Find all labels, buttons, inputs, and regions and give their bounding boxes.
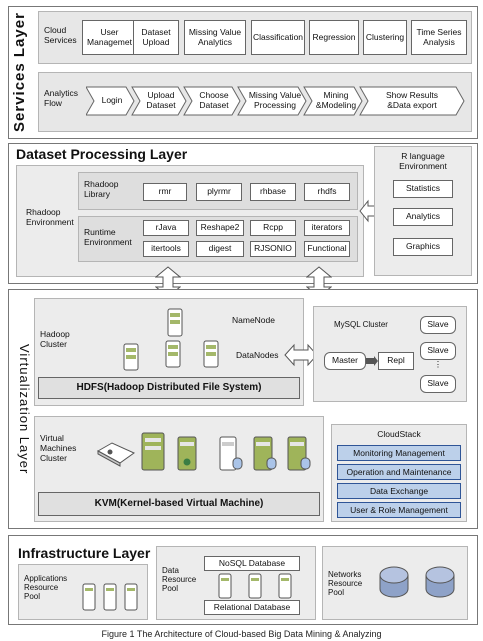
runtime-rcpp: Rcpp xyxy=(250,220,296,236)
runtime-reshape2: Reshape2 xyxy=(196,220,244,236)
r-graphics: Graphics xyxy=(393,238,453,256)
runtime-rjsonio: RJSONIO xyxy=(250,241,296,257)
app-server-icon-2 xyxy=(103,583,117,611)
networks-pool-label: Networks Resource Pool xyxy=(328,570,363,598)
flow-step-shape-5 xyxy=(303,86,363,116)
data-pool-label: Data Resource Pool xyxy=(162,566,197,594)
app-server-icon-1 xyxy=(82,583,96,611)
analytics-flow-label: Analytics Flow xyxy=(44,88,79,108)
service-regression: Regression xyxy=(309,20,359,55)
mysql-repl: Repl xyxy=(378,352,414,370)
vm-server-icon-2 xyxy=(177,436,197,471)
r-language-title: R language Environment xyxy=(399,151,447,171)
mysql-slave-ellipsis: ⋮ xyxy=(433,359,443,369)
virtual-machines-label: Virtual Machines Cluster xyxy=(40,433,77,463)
router-icon-2 xyxy=(425,566,455,598)
flow-step-shape-3 xyxy=(183,86,241,116)
router-icon-1 xyxy=(379,566,409,598)
r-analytics: Analytics xyxy=(393,208,453,226)
app-server-icon-3 xyxy=(124,583,138,611)
relational-database: Relational Database xyxy=(204,600,300,615)
flow-step-shape-4 xyxy=(237,86,307,116)
lib-rhdfs: rhdfs xyxy=(304,183,350,201)
service-classification: Classification xyxy=(251,20,305,55)
service-user-management: User Managemet xyxy=(82,20,137,55)
flow-step-show-results: Show Results &Data export xyxy=(386,90,438,110)
mysql-cluster-title: MySQL Cluster xyxy=(334,320,388,329)
vm-server-icon-1 xyxy=(141,432,165,471)
db-server-icon-3 xyxy=(278,573,292,599)
cloudstack-user-role: User & Role Management xyxy=(337,502,461,518)
runtime-environment-label: Runtime Environment xyxy=(84,227,132,247)
nosql-database: NoSQL Database xyxy=(204,556,300,571)
vm-server-icon-4 xyxy=(253,436,277,471)
runtime-rjava: rJava xyxy=(143,220,189,236)
datanodes-label: DataNodes xyxy=(236,350,279,360)
mysql-slave-1: Slave xyxy=(420,316,456,334)
analytics-flow-chevrons xyxy=(86,86,465,116)
applications-pool-label: Applications Resource Pool xyxy=(24,574,68,602)
datanode-server-icon-1 xyxy=(123,343,139,371)
flow-step-missing-value-processing: Missing Value Processing xyxy=(248,90,302,110)
cloudstack-operation: Operation and Maintenance xyxy=(337,464,461,480)
db-server-icon-2 xyxy=(248,573,262,599)
cloudstack-title: CloudStack xyxy=(377,429,421,439)
service-missing-value-analytics: Missing Value Analytics xyxy=(184,20,246,55)
runtime-digest: digest xyxy=(196,241,244,257)
mysql-slave-3: Slave xyxy=(420,375,456,393)
flow-step-shape-1 xyxy=(86,86,135,116)
kvm-bar: KVM(Kernel-based Virtual Machine) xyxy=(38,492,320,516)
runtime-iterators: iterators xyxy=(304,220,350,236)
virtualization-layer-title: Virtualization Layer xyxy=(17,343,32,475)
namenode-label: NameNode xyxy=(232,315,275,325)
lib-plyrmr: plyrmr xyxy=(196,183,242,201)
db-server-icon-1 xyxy=(218,573,232,599)
flow-step-login: Login xyxy=(101,95,123,106)
cloud-services-label: Cloud Services xyxy=(44,25,77,45)
mysql-master: Master xyxy=(324,352,366,370)
rhadoop-environment-label: Rhadoop Environment xyxy=(26,207,74,227)
master-repl-arrow xyxy=(366,356,378,366)
vm-server-icon-3 xyxy=(219,436,243,471)
runtime-functional: Functional xyxy=(304,241,350,257)
runtime-itertools: itertools xyxy=(143,241,189,257)
figure-caption: Figure 1 The Architecture of Cloud-based… xyxy=(101,629,382,639)
flow-step-upload-dataset: Upload Dataset xyxy=(146,90,176,110)
hdfs-bar: HDFS(Hadoop Distributed File System) xyxy=(38,377,300,399)
rhadoop-library-label: Rhadoop Library xyxy=(84,179,119,199)
lib-rhbase: rhbase xyxy=(250,183,296,201)
flow-step-shape-2 xyxy=(131,86,187,116)
infrastructure-layer-title: Infrastructure Layer xyxy=(18,545,151,561)
flow-step-choose-dataset: Choose Dataset xyxy=(199,90,229,110)
network-switch-icon xyxy=(96,442,135,467)
lib-rmr: rmr xyxy=(143,183,187,201)
vm-server-icon-5 xyxy=(287,436,311,471)
dataset-processing-title: Dataset Processing Layer xyxy=(16,146,188,162)
services-layer-title: Services Layer xyxy=(11,12,28,133)
hadoop-cluster-label: Hadoop Cluster xyxy=(40,329,70,349)
flow-step-mining-modeling: Mining &Modeling xyxy=(315,90,357,110)
service-time-series-analysis: Time Series Analysis xyxy=(411,20,467,55)
r-statistics: Statistics xyxy=(393,180,453,198)
cloudstack-monitoring: Monitoring Management xyxy=(337,445,461,461)
datanode-server-icon-2 xyxy=(165,340,181,368)
namenode-server-icon xyxy=(167,308,183,337)
service-clustering: Clustering xyxy=(363,20,407,55)
cloudstack-data-exchange: Data Exchange xyxy=(337,483,461,499)
datanode-server-icon-3 xyxy=(203,340,219,368)
service-dataset-upload: Dataset Upload xyxy=(133,20,179,55)
flow-step-shape-6 xyxy=(359,86,465,116)
mysql-slave-2: Slave xyxy=(420,342,456,360)
